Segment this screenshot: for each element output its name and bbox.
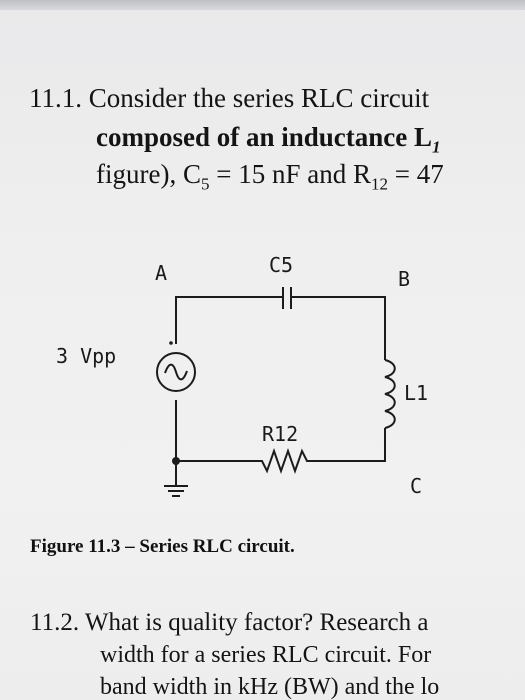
problem-11-1-text-1: Consider the series RLC circuit [88, 83, 430, 113]
capacitance-subscript: 5 [200, 174, 210, 194]
problem-11-1-line-1: 11.1. Consider the series RLC circuit [29, 80, 429, 116]
inductor-coil [384, 359, 396, 429]
wire-a-to-c5 [175, 296, 283, 344]
problem-11-2-text-1: What is quality factor? Research a [84, 609, 429, 636]
resistance-subscript: 12 [370, 174, 388, 194]
problem-number-11-2: 11.2. [30, 609, 80, 636]
problem-11-1-text-3b: = 15 nF and R [209, 159, 371, 189]
wire-l1-to-r12 [316, 428, 386, 462]
figure-caption: Figure 11.3 – Series RLC circuit. [30, 536, 295, 557]
sine-wave-icon [164, 363, 188, 381]
problem-11-2-line-1: 11.2. What is quality factor? Research a [30, 607, 428, 639]
inductance-subscript: 1 [432, 137, 441, 157]
problem-11-1-text-2: composed of an inductance L [96, 122, 433, 152]
resistor-zigzag [250, 447, 316, 475]
source-polarity-dot [169, 341, 173, 345]
ground-junction-dot [172, 457, 180, 465]
problem-11-1-line-3: figure), C5 = 15 nF and R12 = 47 [96, 156, 444, 202]
source-label: 3 Vpp [56, 344, 117, 368]
problem-11-1-text-3a: figure), C [96, 159, 201, 189]
node-label-a: A [155, 261, 168, 285]
resistor-label: R12 [262, 422, 299, 446]
problem-number-11-1: 11.1. [29, 83, 82, 113]
problem-11-1-text-3c: = 47 [387, 159, 444, 189]
node-label-c: C [410, 474, 423, 498]
capacitor-label: C5 [269, 253, 294, 277]
problem-11-2-line-2: width for a series RLC circuit. For [100, 642, 432, 668]
ac-source-circle [156, 352, 196, 392]
problem-11-1-line-2: composed of an inductance L1 [96, 119, 441, 165]
node-label-b: B [398, 267, 411, 291]
problem-11-2-line-3: band width in kHz (BW) and the lo [100, 674, 440, 700]
wire-c5-to-l1 [291, 296, 386, 360]
screen-bezel [0, 0, 525, 10]
inductor-label: L1 [404, 381, 429, 405]
